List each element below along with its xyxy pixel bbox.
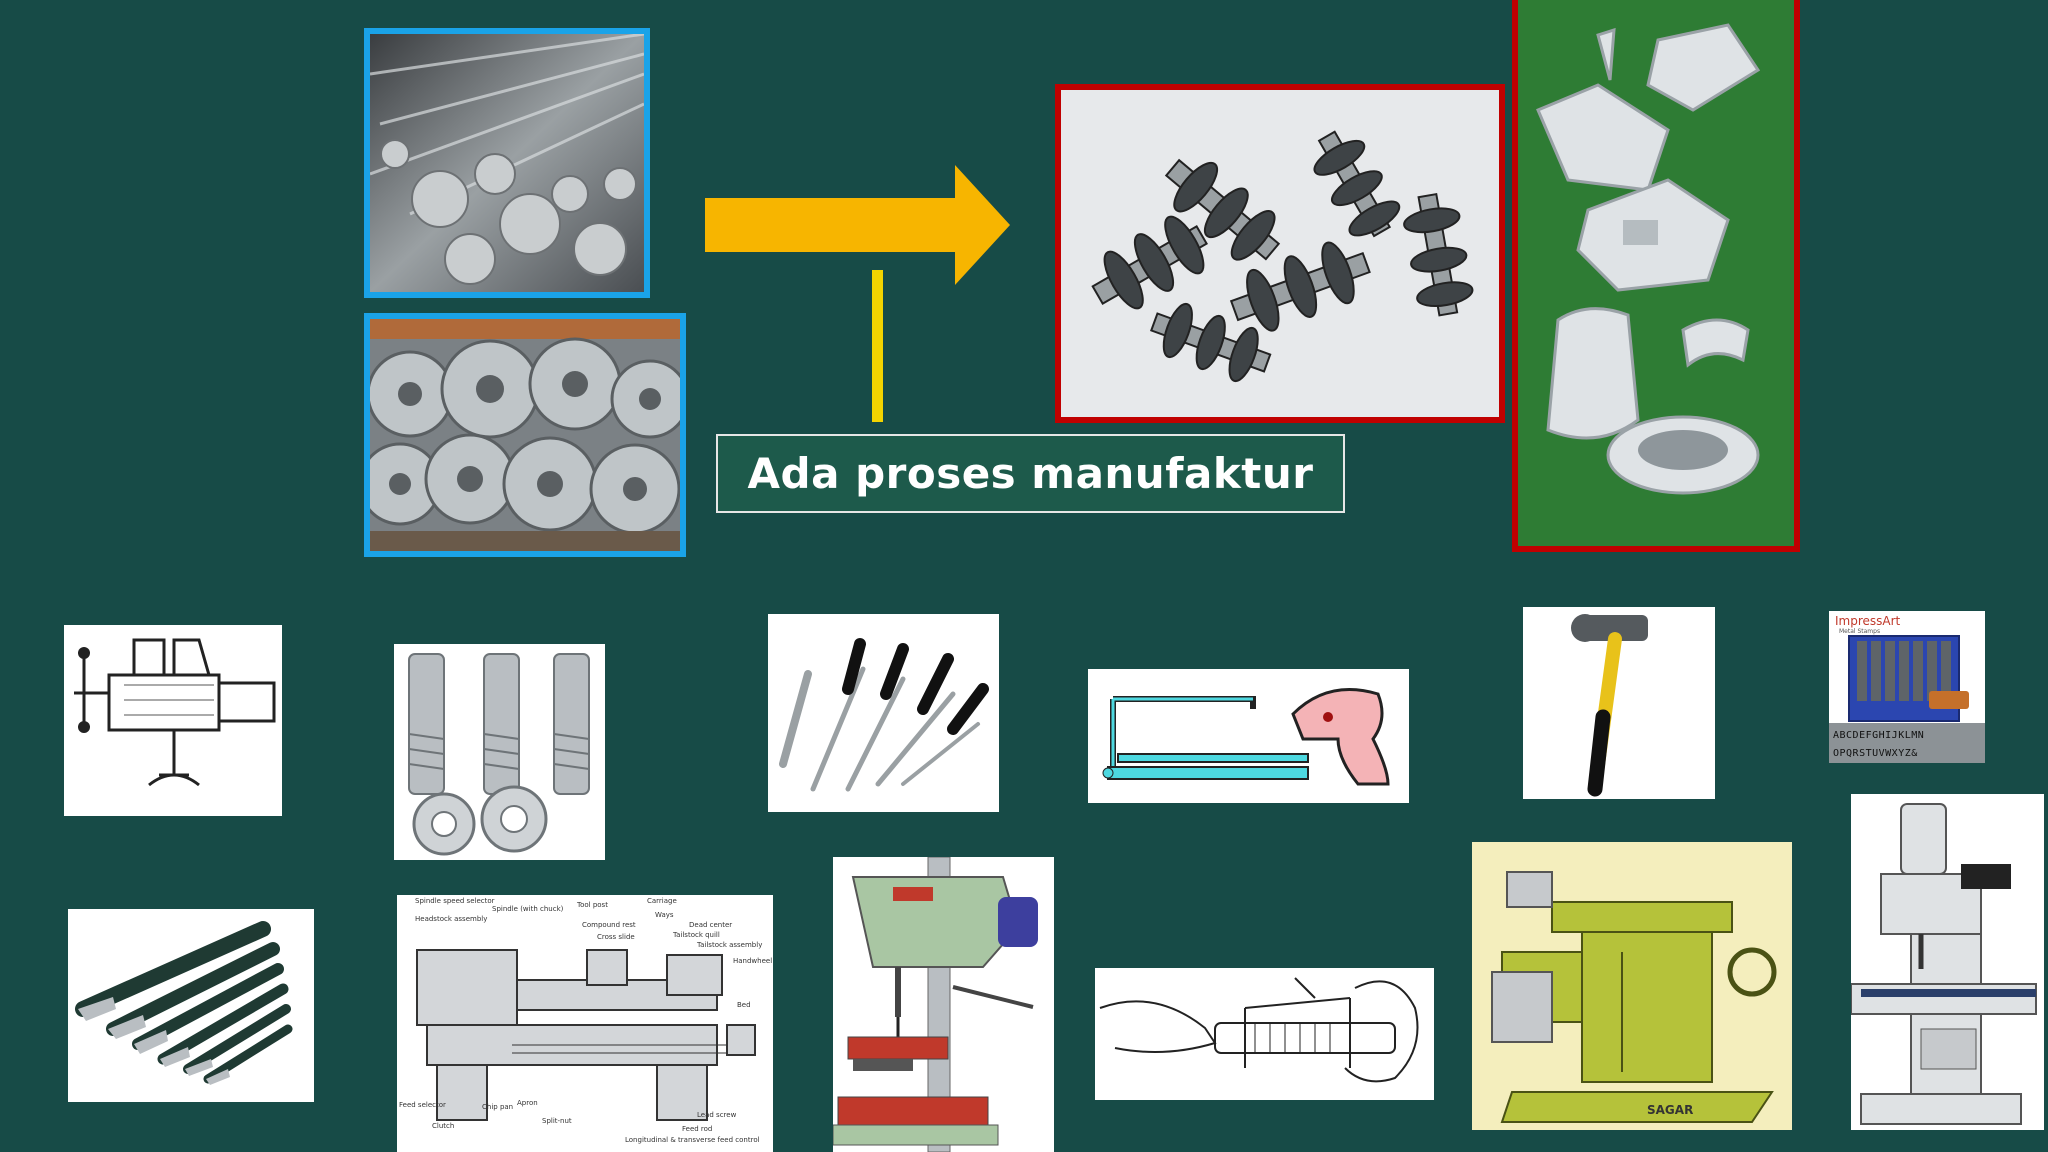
lathe-label-ways: Ways bbox=[655, 911, 674, 919]
process-arrow bbox=[705, 165, 1010, 285]
lathe-label-cross-slide: Cross slide bbox=[597, 933, 635, 941]
punch-letters-row2: OPQRSTUVWXYZ& bbox=[1833, 748, 1918, 759]
raw-material-steel-coils bbox=[364, 313, 686, 557]
raw-material-round-bars bbox=[364, 28, 650, 298]
lathe-label-tailstock: Tailstock assembly bbox=[696, 941, 762, 949]
lathe-label-chip-pan: Chip pan bbox=[482, 1103, 513, 1111]
tool-letter-punch-set: ImpressArt Metal Stamps ABCDEFGHIJKLMN O… bbox=[1829, 611, 1985, 763]
tool-milling-machine bbox=[1851, 794, 2044, 1130]
lathe-label-bed: Bed bbox=[737, 1001, 751, 1009]
tool-lathe-diagram: Spindle speed selector Spindle (with chu… bbox=[397, 895, 773, 1152]
tool-ball-peen-hammer bbox=[1523, 607, 1715, 799]
punch-letters-row1: ABCDEFGHIJKLMN bbox=[1833, 730, 1924, 741]
lathe-label-headstock: Headstock assembly bbox=[415, 915, 487, 923]
lathe-label-handwheel: Handwheel bbox=[733, 957, 772, 965]
lathe-label-tailstock-quill: Tailstock quill bbox=[672, 931, 720, 939]
punch-brand-sub: Metal Stamps bbox=[1839, 628, 1880, 635]
tool-hacksaw bbox=[1088, 669, 1409, 803]
product-camshafts bbox=[1055, 84, 1505, 423]
shaper-brand: SAGAR bbox=[1647, 1103, 1693, 1117]
tool-threading-by-hand bbox=[1095, 968, 1434, 1100]
lathe-label-compound-rest: Compound rest bbox=[582, 921, 636, 929]
lathe-label-feed-rod: Feed rod bbox=[682, 1125, 712, 1133]
tool-drill-press bbox=[833, 857, 1054, 1152]
lathe-label-dead-center: Dead center bbox=[689, 921, 732, 929]
product-sheet-metal-parts bbox=[1512, 0, 1800, 552]
tool-cold-chisels bbox=[68, 909, 314, 1102]
caption-box: Ada proses manufaktur bbox=[716, 434, 1345, 513]
lathe-label-carriage: Carriage bbox=[647, 897, 677, 905]
lathe-label-spindle-speed: Spindle speed selector bbox=[415, 897, 495, 905]
lathe-label-apron: Apron bbox=[517, 1099, 538, 1107]
tool-bench-vise bbox=[64, 625, 282, 816]
punch-brand: ImpressArt bbox=[1835, 614, 1901, 628]
lathe-label-lead-screw: Lead screw bbox=[697, 1111, 737, 1119]
lathe-label-spindle: Spindle (with chuck) bbox=[492, 905, 564, 913]
caption-text: Ada proses manufaktur bbox=[747, 449, 1314, 498]
tool-shaper-machine: SAGAR bbox=[1472, 842, 1792, 1130]
tool-taps-and-dies bbox=[394, 644, 605, 860]
lathe-label-tool-post: Tool post bbox=[576, 901, 608, 909]
lathe-label-longitudinal: Longitudinal & transverse feed control bbox=[625, 1136, 760, 1144]
lathe-label-clutch: Clutch bbox=[432, 1122, 454, 1130]
lathe-label-split-nut: Split-nut bbox=[542, 1117, 572, 1125]
arrow-connector-line bbox=[872, 270, 883, 422]
tool-hand-files bbox=[768, 614, 999, 812]
lathe-label-feed-selector: Feed selector bbox=[399, 1101, 446, 1109]
